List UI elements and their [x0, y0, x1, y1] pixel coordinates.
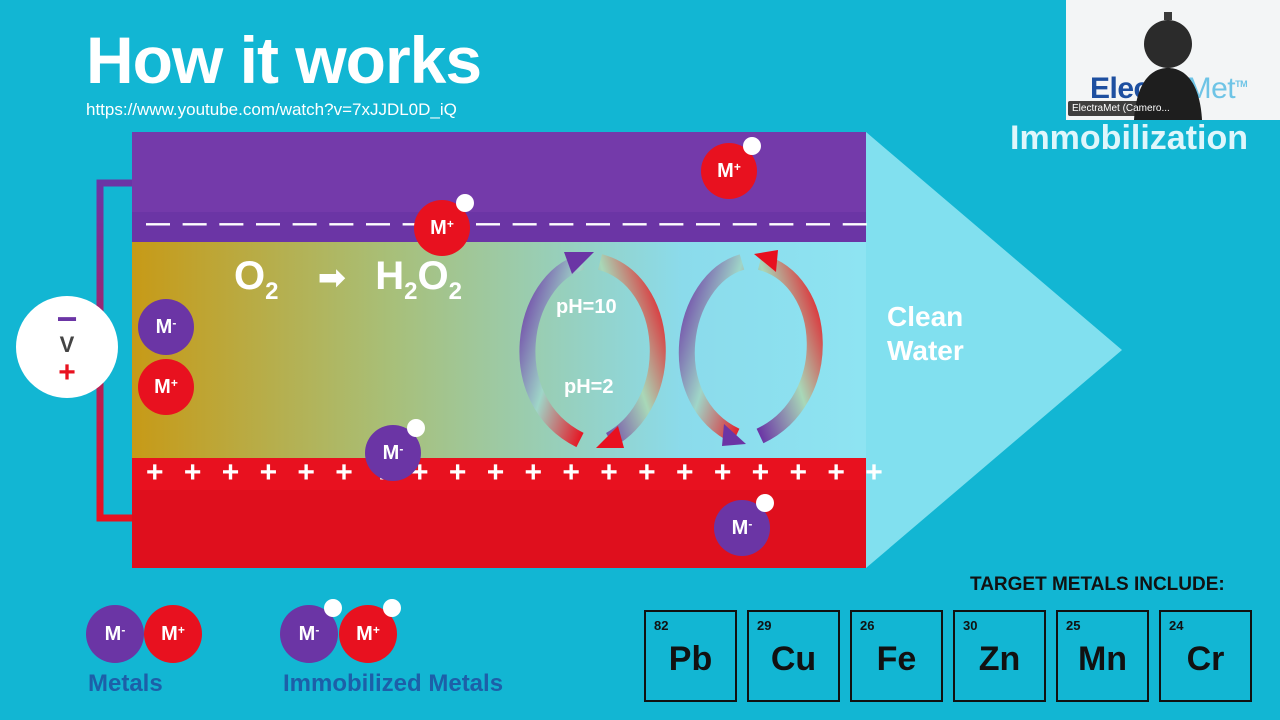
legend-immobilized-label: Immobilized Metals [283, 670, 504, 697]
metal-anion: M- [138, 299, 194, 355]
atomic-number: 30 [963, 618, 978, 633]
immobilized-anion: M- [714, 494, 774, 556]
recirculation-arrow-right [678, 254, 745, 444]
voltage-label: V [59, 332, 75, 357]
element-tile: 24 Cr [1159, 610, 1252, 702]
webcam-thumbnail[interactable]: ElectraMetTM ElectraMet (Camero... [1066, 0, 1280, 120]
element-symbol: Mn [1077, 640, 1128, 678]
outflow-arrow [866, 132, 1122, 568]
legend-metal-cation: M+ [144, 605, 202, 663]
target-metals-table: 82 Pb 29 Cu 26 Fe 30 Zn 25 Mn 24 Cr [644, 610, 1252, 702]
atomic-number: 24 [1169, 618, 1184, 633]
atomic-number: 25 [1066, 618, 1081, 633]
webcam-caption: ElectraMet (Camero... [1068, 101, 1174, 116]
element-symbol: Zn [978, 640, 1021, 678]
anode-positive-marks: + + + + + + + + + + + + + + + + + + + + [146, 456, 889, 489]
immobilized-cation: M+ [414, 194, 474, 256]
slide-title: How it works [86, 23, 482, 97]
atomic-number: 29 [757, 618, 772, 633]
legend-metal-anion: M- [86, 605, 144, 663]
legend-immobilized-cation: M+ [339, 599, 401, 663]
legend-immobilized-anion: M- [280, 599, 342, 663]
video-url[interactable]: https://www.youtube.com/watch?v=7xJJDL0D… [86, 100, 457, 119]
element-tile: 82 Pb [644, 610, 737, 702]
recirculation-arrow-left [519, 254, 585, 448]
element-tile: 29 Cu [747, 610, 840, 702]
ph-high-label: pH=10 [556, 296, 617, 318]
heading-line: Immobilization [1010, 119, 1248, 157]
atomic-number: 26 [860, 618, 875, 633]
voltage-source: − V + [16, 296, 118, 398]
legend-metals-label: Metals [88, 670, 163, 697]
negative-terminal: − [56, 298, 78, 339]
ph-low-label: pH=2 [564, 376, 614, 398]
reaction-equation: O2 ➡ H2O2 [234, 254, 462, 305]
element-symbol: Pb [668, 640, 713, 678]
element-tile: 30 Zn [953, 610, 1046, 702]
element-tile: 26 Fe [850, 610, 943, 702]
immobilized-anion: M- [365, 419, 425, 481]
cathode-negative-marks: — — — — — — — — — — — — — — — — — — — — [146, 210, 870, 237]
element-symbol: Cu [770, 640, 817, 678]
positive-terminal: + [58, 356, 76, 389]
element-symbol: Cr [1186, 640, 1225, 678]
element-symbol: Fe [876, 640, 917, 678]
water-channel [132, 242, 866, 458]
clean-water-label: Clean Water [887, 301, 964, 366]
element-tile: 25 Mn [1056, 610, 1149, 702]
target-metals-title: TARGET METALS INCLUDE: [970, 574, 1225, 595]
immobilized-cation: M+ [701, 137, 761, 199]
atomic-number: 82 [654, 618, 669, 633]
metal-cation: M+ [138, 359, 194, 415]
